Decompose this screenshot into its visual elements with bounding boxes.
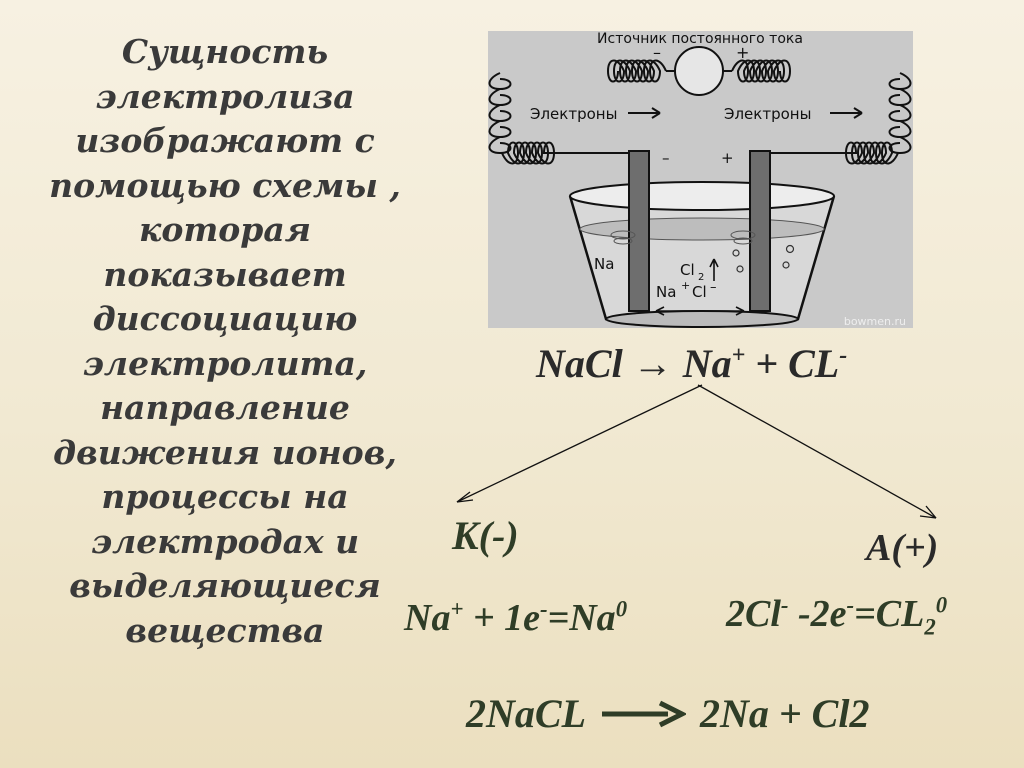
ion-plus-superscript: + xyxy=(681,279,690,292)
arrow-up-icon xyxy=(709,258,719,281)
arrow-right-icon xyxy=(628,107,661,119)
power-source-icon xyxy=(674,46,724,96)
cathode-equation: Na+ + 1e-=Na0 xyxy=(404,596,627,640)
watermark: bowmen.ru xyxy=(844,315,906,328)
arrow-right-icon xyxy=(830,107,863,119)
reaction-arrow-icon: → xyxy=(632,341,673,386)
description-line: электродах и xyxy=(90,521,360,561)
wire-coil-left xyxy=(606,59,667,83)
description-line: процессы на xyxy=(101,477,349,516)
electrode-minus: – xyxy=(662,149,670,167)
description-line: показывает xyxy=(103,254,347,294)
anode-equation: 2Cl- -2e-=CL20 xyxy=(726,592,947,641)
overall-lhs: 2NaCL xyxy=(466,691,586,736)
description-line: вещества xyxy=(125,610,325,650)
description-line: Сущность xyxy=(121,32,329,71)
electrode-plus: + xyxy=(721,149,734,167)
electrolysis-diagram: Источник постоянного тока – + Электроны … xyxy=(488,31,913,328)
na-ion: Na xyxy=(682,341,732,386)
electrons-left-label: Электроны xyxy=(530,105,617,123)
cl-ion-charge: - xyxy=(839,342,848,369)
source-minus: – xyxy=(653,43,661,62)
dissociation-equation: NaCl → Na+ + CL- xyxy=(536,340,847,387)
wire-coil-right xyxy=(731,59,792,83)
anode-eq-part: 2Cl xyxy=(726,593,781,635)
plus-sign: + xyxy=(755,341,779,386)
ion-na-label: Na xyxy=(656,283,676,301)
thick-arrow-icon xyxy=(602,700,686,727)
ion-cl-label: Cl xyxy=(692,283,707,301)
source-label: Источник постоянного тока xyxy=(597,31,803,47)
cathode-eq-part: =Na xyxy=(547,597,616,639)
description-line: направление xyxy=(100,388,350,427)
cathode-eq-sup: + xyxy=(450,596,464,622)
nacl-formula: NaCl xyxy=(536,341,623,386)
description-line: помощью схемы , xyxy=(49,165,401,205)
cathode-label: K(-) xyxy=(452,513,519,558)
description-line: электролита, xyxy=(82,343,368,383)
cl2-label: Cl xyxy=(680,261,695,279)
anode-label: A(+) xyxy=(866,527,939,569)
description-line: изображают с xyxy=(75,121,375,160)
arrow-to-anode-icon xyxy=(697,384,937,519)
cathode-electrode xyxy=(628,150,650,312)
anode-eq-sup: - xyxy=(780,592,789,618)
description-line: движения ионов, xyxy=(53,432,397,472)
cl-ion: CL xyxy=(788,341,840,386)
na-ion-charge: + xyxy=(731,342,746,369)
electrons-right-label: Электроны xyxy=(724,105,811,123)
anode-eq-part: =CL xyxy=(854,593,925,635)
na-label: Na xyxy=(594,255,614,273)
ion-minus-superscript: – xyxy=(710,280,717,295)
anode-eq-part: -2e xyxy=(788,593,847,635)
overall-rhs: 2Na + Cl2 xyxy=(700,691,870,736)
anode-eq-sup: - xyxy=(846,592,855,618)
anode-electrode xyxy=(749,150,771,312)
description-line: которая xyxy=(139,210,311,249)
description-line: электролиза xyxy=(95,76,355,116)
description-line: диссоциацию xyxy=(92,299,358,338)
description-text: Сущность электролиза изображают с помощь… xyxy=(40,30,410,653)
cathode-eq-sup: 0 xyxy=(615,596,628,622)
anode-eq-sup: 0 xyxy=(935,592,948,618)
cathode-eq-part: + 1e xyxy=(463,597,540,639)
anode-eq-sub: 2 xyxy=(924,614,936,640)
source-plus: + xyxy=(736,43,749,62)
cathode-eq-sup: - xyxy=(539,596,548,622)
description-line: выделяющиеся xyxy=(69,566,381,605)
overall-equation: 2NaCL 2Na + Cl2 xyxy=(466,690,869,737)
cl2-subscript: 2 xyxy=(698,272,704,283)
arrow-to-cathode-icon xyxy=(456,384,703,503)
ion-direction-arrows-icon xyxy=(655,306,745,316)
cathode-eq-part: Na xyxy=(404,597,451,639)
